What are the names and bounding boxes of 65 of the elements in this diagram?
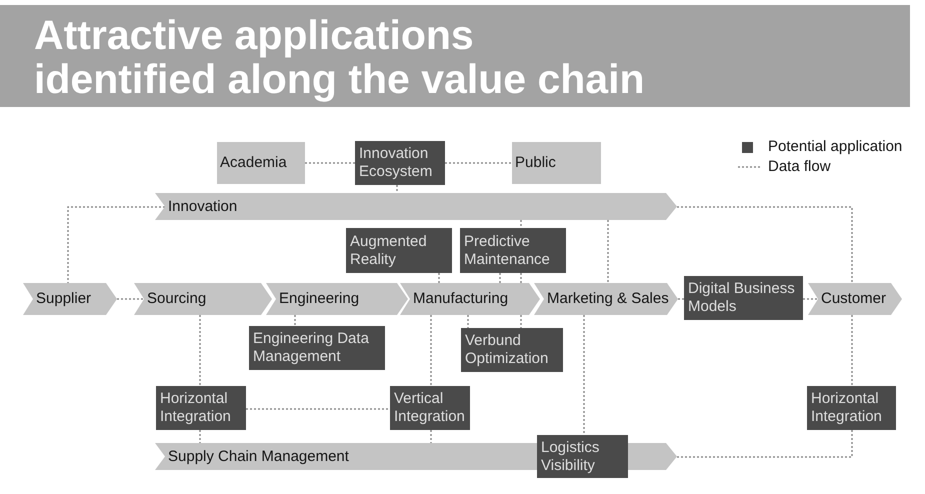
data-flow-line bbox=[199, 430, 201, 443]
stage-label: Engineering bbox=[279, 290, 360, 308]
application-label: Logistics Visibility bbox=[541, 438, 600, 474]
application-box bbox=[537, 435, 628, 478]
stage-label: Marketing & Sales bbox=[547, 290, 669, 308]
value-chain-stage bbox=[134, 283, 272, 315]
value-chain-stage bbox=[23, 283, 117, 315]
legend-label: Potential application bbox=[768, 138, 902, 156]
function-band bbox=[155, 193, 677, 220]
data-flow-line bbox=[803, 298, 818, 300]
application-label: Verbund Optimization bbox=[465, 332, 550, 368]
data-flow-line bbox=[117, 298, 144, 300]
data-flow-line bbox=[851, 315, 853, 386]
value-chain-stage bbox=[808, 283, 902, 315]
value-chain-stage bbox=[266, 283, 408, 315]
application-label: Digital Business Models bbox=[688, 280, 796, 316]
application-label: Horizontal Integration bbox=[160, 390, 232, 426]
data-flow-line bbox=[67, 206, 165, 283]
stage-label: Manufacturing bbox=[413, 290, 508, 308]
slide-title: Attractive applications identified along the value chain bbox=[34, 13, 646, 101]
stage-label: Supplier bbox=[36, 290, 92, 308]
application-box bbox=[684, 276, 803, 320]
stakeholder-label: Academia bbox=[220, 154, 287, 172]
application-box bbox=[156, 386, 246, 430]
data-flow-line bbox=[677, 430, 853, 458]
application-label: Horizontal Integration bbox=[811, 390, 883, 426]
stakeholder-box bbox=[217, 142, 305, 184]
data-flow-line bbox=[445, 162, 512, 164]
data-flow-line bbox=[677, 206, 853, 283]
value-chain-stage bbox=[534, 283, 678, 315]
data-flow-line bbox=[520, 220, 522, 228]
data-flow-line bbox=[678, 298, 684, 300]
data-flow-line bbox=[199, 315, 201, 386]
application-box bbox=[346, 228, 452, 273]
application-label: Vertical Integration bbox=[394, 390, 466, 426]
data-flow-line bbox=[246, 408, 390, 410]
application-box bbox=[355, 141, 445, 185]
application-label: Augmented Reality bbox=[350, 232, 428, 268]
data-flow-line bbox=[583, 315, 585, 435]
data-flow-line bbox=[499, 273, 501, 283]
data-flow-line bbox=[430, 430, 432, 443]
band-label: Supply Chain Management bbox=[168, 448, 349, 466]
data-flow-line bbox=[520, 273, 522, 283]
data-flow-line bbox=[430, 315, 432, 386]
application-label: Engineering Data Management bbox=[253, 330, 370, 366]
stage-label: Customer bbox=[821, 290, 886, 308]
legend-label: Data flow bbox=[768, 158, 831, 176]
data-flow-line bbox=[520, 315, 522, 328]
application-box bbox=[249, 326, 385, 370]
data-flow-line bbox=[607, 220, 609, 283]
application-label: Innovation Ecosystem bbox=[359, 145, 434, 181]
data-flow-line bbox=[396, 185, 398, 193]
value-chain-stage bbox=[400, 283, 540, 315]
data-flow-line bbox=[438, 273, 440, 283]
application-box bbox=[807, 386, 896, 430]
data-flow-line bbox=[305, 162, 355, 164]
stage-label: Sourcing bbox=[147, 290, 206, 308]
data-flow-line bbox=[467, 315, 469, 328]
stakeholder-box bbox=[512, 142, 601, 184]
application-box bbox=[461, 328, 563, 372]
band-label: Innovation bbox=[168, 198, 238, 216]
data-flow-line bbox=[294, 315, 296, 326]
stakeholder-label: Public bbox=[515, 154, 556, 172]
application-box bbox=[460, 228, 566, 273]
application-label: Predictive Maintenance bbox=[464, 232, 551, 268]
